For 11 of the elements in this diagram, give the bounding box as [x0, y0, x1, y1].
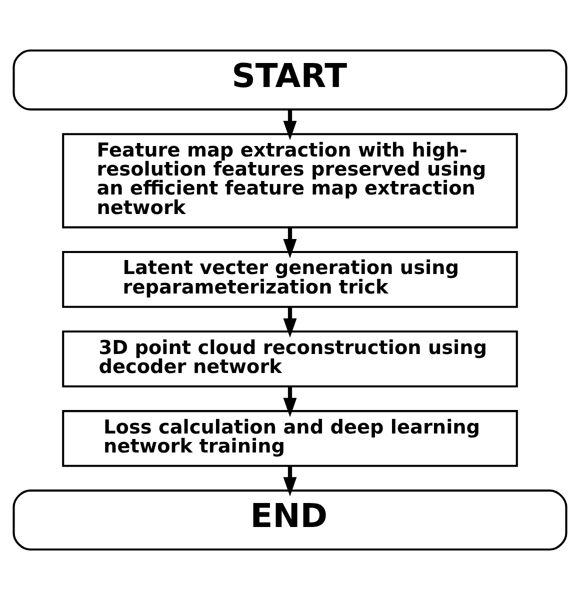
arrow — [283, 110, 297, 140]
arrow — [283, 466, 297, 496]
node-box: Feature map extraction with high-resolution features preserved using an efficient feature map extraction network — [62, 133, 518, 228]
arrow — [283, 307, 297, 338]
arrow — [283, 228, 297, 258]
node-box: START — [12, 49, 568, 110]
node-box: Loss calculation and deep learning network training — [62, 410, 518, 467]
arrow — [283, 386, 297, 418]
node-box: 3D point cloud reconstruction using decoder network — [62, 330, 518, 388]
node-box: END — [12, 490, 568, 551]
node-box: Latent vecter generation using reparameterization trick — [62, 250, 518, 308]
